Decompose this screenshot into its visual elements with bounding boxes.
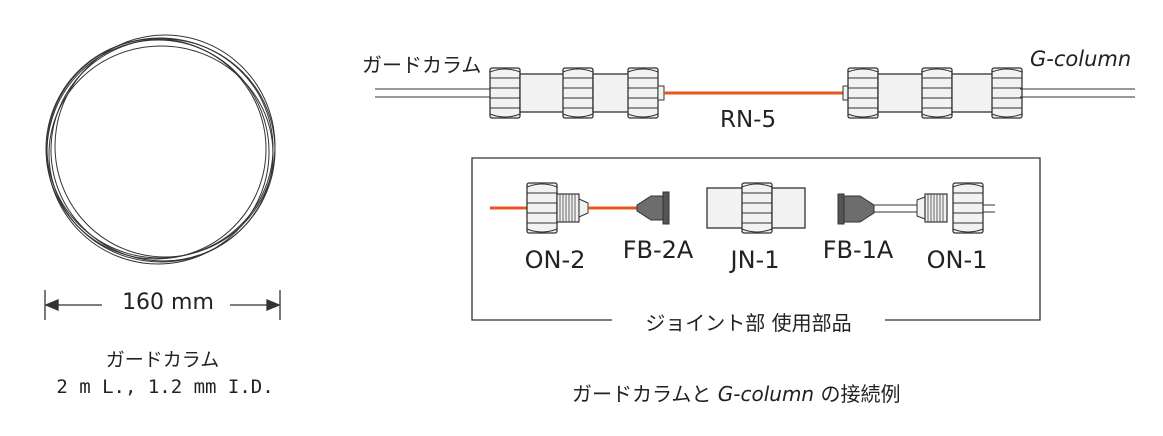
caption-g-column: G-column [717,382,815,406]
parts-box-frame [471,157,1041,321]
fb1a-part-drawing [837,193,920,225]
part-label-on2: ON-2 [524,246,586,274]
coil-loop [46,39,270,265]
part-label-fb2a: FB-2A [622,236,694,264]
on2-part-drawing [490,182,602,234]
fb2a-part-drawing [602,191,670,225]
coil-loop [48,45,274,263]
coil-loop [54,34,276,258]
on1-part-drawing [916,182,995,234]
connection-example-caption: ガードカラムと G-column の接続例 [572,378,900,407]
caption-prefix: ガードカラムと [572,382,718,406]
caption-suffix: の接続例 [814,382,901,406]
coil-loop [45,38,267,260]
arrow-right-icon [266,299,281,311]
left-column-fitting [489,67,665,119]
parts-box-title: ジョイント部 使用部品 [645,311,852,335]
g-column-label: G-column [1030,47,1132,71]
right-column-fitting [842,67,1023,119]
coil-caption-spec: 2 m L., 1.2 mm I.D. [56,376,274,398]
rn5-tube-label: RN-5 [720,107,777,133]
part-label-fb1a: FB-1A [822,236,894,264]
jn1-part-drawing [706,182,806,234]
coil-caption-name: ガードカラム [105,349,220,371]
arrow-left-icon [44,299,59,311]
part-label-jn1: JN-1 [730,246,780,274]
guard-column-label: ガードカラム [362,53,482,77]
part-label-on1: ON-1 [926,246,988,274]
coil-dimension-label: 160 mm [122,290,214,315]
